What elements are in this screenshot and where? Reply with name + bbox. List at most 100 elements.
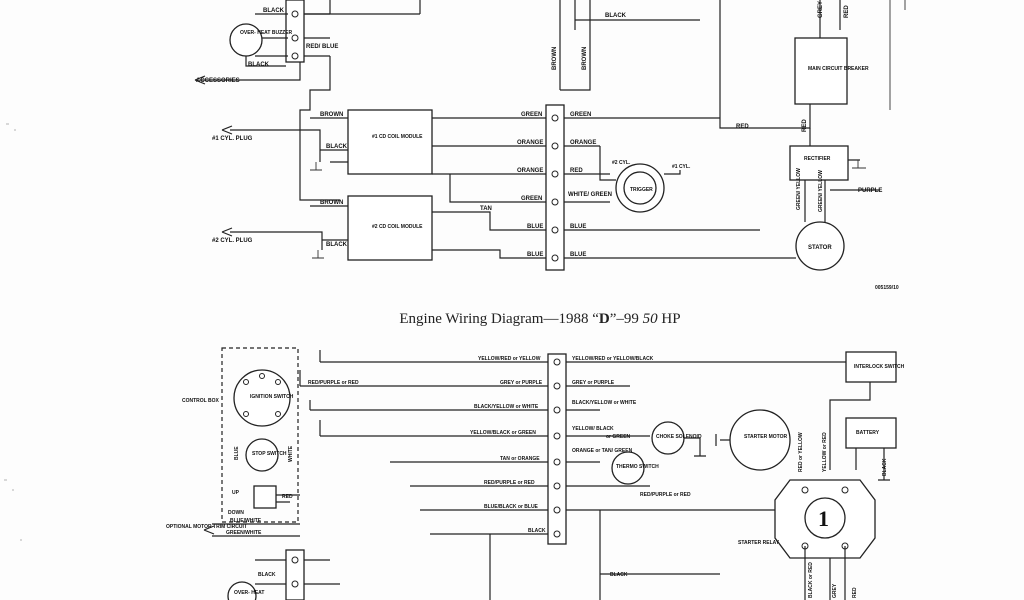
wire-label-black-coil2: BLACK xyxy=(326,242,348,248)
title-dash: — xyxy=(543,311,559,327)
wire-label-black-or-red: BLACK or RED xyxy=(808,562,814,598)
terminal-strip-left xyxy=(285,0,305,63)
wire-label-red-purple-2: RED/PURPLE or RED xyxy=(484,480,535,486)
starter-motor-label: STARTER MOTOR xyxy=(744,434,788,440)
trim-up-label: UP xyxy=(232,490,240,496)
wire-label-blue-v: BLUE xyxy=(234,446,240,460)
wire-label-green-yellow-2: GREEN/ YELLOW xyxy=(818,170,824,212)
wire-label-grey-purple-left: GREY or PURPLE xyxy=(500,380,543,386)
wire-label-red-top: RED xyxy=(844,5,850,18)
terminal-column-bottom xyxy=(553,358,561,538)
terminal xyxy=(291,10,299,18)
choke-solenoid-label: CHOKE SOLENOID xyxy=(656,434,702,440)
cyl2-trigger-label: #2 CYL. xyxy=(612,160,631,166)
starter-relay-inner xyxy=(804,497,846,539)
stator-label: STATOR xyxy=(808,245,832,251)
control-box-outline xyxy=(221,347,299,523)
starter-relay-mark: 1 xyxy=(818,506,829,531)
wire-label-blue-black: BLUE/BLACK or BLUE xyxy=(484,504,539,510)
battery xyxy=(845,417,897,449)
wire-label-green-white: GREEN/WHITE xyxy=(226,530,262,536)
wire-label-blue-2r: BLUE xyxy=(570,252,586,258)
thermo-switch xyxy=(611,451,645,485)
overheat-buzzer-bottom xyxy=(227,581,257,600)
cd-coil-module-2 xyxy=(347,195,433,261)
wire-label-red-purple-3: RED/PURPLE or RED xyxy=(640,492,691,498)
wire-label-blue-white: BLUE/WHITE xyxy=(230,518,262,524)
wire-label-black: BLACK xyxy=(263,8,285,14)
wire-label-white-green: WHITE/ GREEN xyxy=(568,192,612,198)
cyl2-plug-label: #2 CYL. PLUG xyxy=(212,238,253,244)
wire-label-red-trigger: RED xyxy=(570,168,583,174)
wire-label-red-small: RED xyxy=(282,494,293,500)
overheat-buzzer-bottom-label: OVER- HEAT xyxy=(234,590,264,596)
wire-label-orange-right: ORANGE xyxy=(570,140,596,146)
trim-switch xyxy=(253,485,277,509)
wire-label-black-1: BLACK xyxy=(528,528,546,534)
terminal xyxy=(291,52,299,60)
diagram-title: Engine Wiring Diagram—1988 “D”–99 50 HP xyxy=(0,311,1024,328)
cd-coil-2-label: #2 CD COIL MODULE xyxy=(372,224,423,230)
wire-label-white-v: WHITE xyxy=(288,445,294,462)
starter-relay-label: STARTER RELAY xyxy=(738,540,780,546)
wire-label-black-coil1: BLACK xyxy=(326,144,348,150)
wire-label-black-v: BLACK xyxy=(882,458,888,476)
wire-label-brown-b: BROWN xyxy=(582,47,588,70)
wire-label-brown-coil1: BROWN xyxy=(320,112,343,118)
wire-label-grey: GREY xyxy=(818,1,824,18)
wire-label-black-center: BLACK xyxy=(605,13,627,19)
trigger-inner xyxy=(623,171,657,205)
wire-label-blue-2: BLUE xyxy=(527,252,543,258)
terminal-column xyxy=(551,114,559,262)
terminal-strip-bottom-left xyxy=(285,549,305,600)
rectifier-label: RECTIFIER xyxy=(804,156,831,162)
wire-label-blue-1r: BLUE xyxy=(570,224,586,230)
rectifier-box xyxy=(789,145,849,181)
title-model-letter: D xyxy=(598,311,610,327)
wire-label-brown-coil2: BROWN xyxy=(320,200,343,206)
wire-label-yellow-black: YELLOW/BLACK or GREEN xyxy=(470,430,536,436)
wire-label-brown-a: BROWN xyxy=(552,47,558,70)
starter-motor xyxy=(729,409,791,471)
battery-label: BATTERY xyxy=(856,430,880,436)
wire-label-green-left-2: GREEN xyxy=(521,196,542,202)
cd-coil-module-1 xyxy=(347,109,433,175)
trigger-label: TRIGGER xyxy=(630,187,653,193)
wire-label-black-bottom: BLACK xyxy=(258,572,276,578)
wire-label-black-buzzer: BLACK xyxy=(248,62,270,68)
wire-label-black-yellow-right: BLACK/YELLOW or WHITE xyxy=(572,400,637,406)
terminal xyxy=(291,34,299,42)
title-year: 1988 “ xyxy=(558,311,599,327)
figure-code: 005159/10 xyxy=(875,285,899,291)
wire-label-green-right: GREEN xyxy=(570,112,591,118)
interlock-switch-label: INTERLOCK SWITCH xyxy=(854,364,905,370)
wire-label-yellow-red: YELLOW/RED or YELLOW xyxy=(478,356,541,362)
thermo-switch-label: THERMO SWITCH xyxy=(616,464,659,470)
interlock-switch xyxy=(845,351,897,383)
main-circuit-breaker xyxy=(794,37,848,105)
wire-label-black-yellow: BLACK/YELLOW or WHITE xyxy=(474,404,539,410)
title-hp-unit: HP xyxy=(657,311,681,327)
wire-label-red-v-b: RED xyxy=(852,587,858,598)
stop-switch-label: STOP SWITCH xyxy=(252,451,287,457)
wire-label-purple: PURPLE xyxy=(858,188,882,194)
ignition-switch-label: IGNITION SWITCH xyxy=(250,394,294,400)
wire-label-green-left: GREEN xyxy=(521,112,542,118)
stator-circle xyxy=(795,221,845,271)
main-breaker-label: MAIN CIRCUIT BREAKER xyxy=(808,66,869,72)
wire-label-green-yellow: GREEN/ YELLOW xyxy=(796,168,802,210)
wire-label-or-green: or GREEN xyxy=(606,434,631,440)
cd-coil-1-label: #1 CD COIL MODULE xyxy=(372,134,423,140)
wire-label-yellow-red-v: YELLOW or RED xyxy=(822,432,828,472)
wire-label-tan-orange: TAN or ORANGE xyxy=(500,456,540,462)
cyl1-plug-label: #1 CYL. PLUG xyxy=(212,136,253,142)
wire-label-orange-left: ORANGE xyxy=(517,140,543,146)
control-box-label: CONTROL BOX xyxy=(182,398,220,404)
wire-label-red-breaker: RED xyxy=(736,124,749,130)
terminal-strip-bottom-center xyxy=(547,353,567,545)
wire-label-orange-left-2: ORANGE xyxy=(517,168,543,174)
trim-circuit-label: OPTIONAL MOTOR TRIM CIRCUIT xyxy=(166,524,247,530)
wire-label-orange-tan-green: ORANGE or TAN/ GREEN xyxy=(572,448,633,454)
